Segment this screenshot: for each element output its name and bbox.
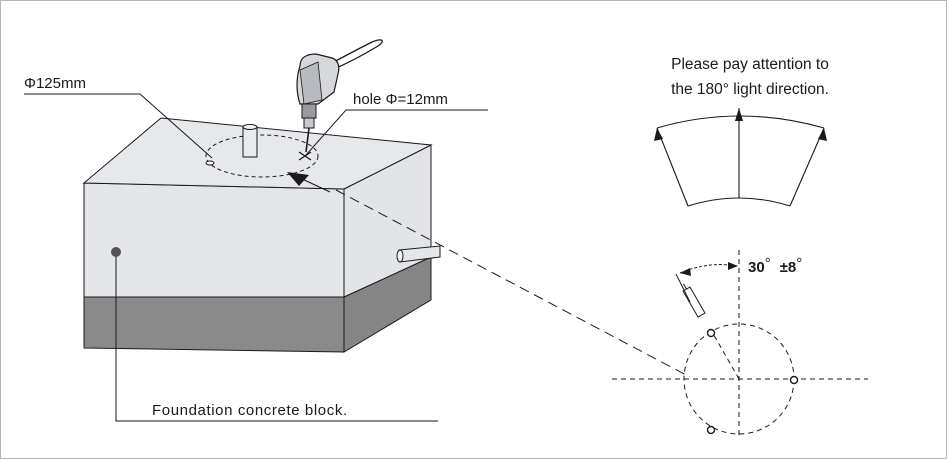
foundation-label: Foundation concrete block. xyxy=(152,402,348,419)
fan-arrowhead-center xyxy=(735,108,743,121)
bolt-hole-right xyxy=(789,375,799,385)
angle-arrow-right xyxy=(728,262,738,270)
side-pipe-end xyxy=(396,249,404,263)
drill-icon xyxy=(296,39,383,153)
hole-leader-line xyxy=(305,109,488,156)
hole-diameter-label: hole Φ=12mm xyxy=(353,91,448,108)
foundation-marker-dot xyxy=(111,247,121,257)
angle-degree-1: ° xyxy=(764,255,771,272)
drill-point-cross-b xyxy=(298,151,312,161)
fan-arrowhead-left xyxy=(654,128,663,141)
fan-arrowhead-right xyxy=(818,128,827,141)
pipe-diameter-label: Φ125mm xyxy=(24,75,86,92)
angle-main-value: 30 xyxy=(748,259,765,276)
angle-extension-line xyxy=(675,273,691,303)
pointer-arrowhead xyxy=(287,172,309,186)
pipe-stub-top xyxy=(242,124,258,130)
angle-tolerance: ±8 xyxy=(779,259,797,276)
bolt-circle-layout xyxy=(612,250,868,435)
foundation-leader-line xyxy=(115,252,438,422)
note-line-1: Please pay attention to xyxy=(671,56,829,73)
angled-fixture xyxy=(682,283,706,318)
angle-arrow-left xyxy=(680,268,691,276)
note-line-2: the 180° light direction. xyxy=(671,81,829,98)
projection-dashed-line xyxy=(335,189,691,378)
angle-degree-2: ° xyxy=(796,255,803,272)
light-direction-note: Please pay attention to the 180° light d… xyxy=(647,52,853,102)
angle-label: 30°±8° xyxy=(748,256,802,276)
bolt-hole-top-left xyxy=(706,328,716,338)
mark-hole xyxy=(205,160,215,166)
block-base-front xyxy=(83,296,345,353)
light-direction-fan xyxy=(656,108,825,207)
diam-leader-line xyxy=(24,93,213,159)
pipe-circle-dashed xyxy=(205,134,319,178)
pointer-arrow-shaft xyxy=(299,177,331,193)
bolt-hole-bottom-left xyxy=(706,425,716,435)
pipe-stub xyxy=(242,126,258,158)
block-front-face xyxy=(83,182,345,298)
